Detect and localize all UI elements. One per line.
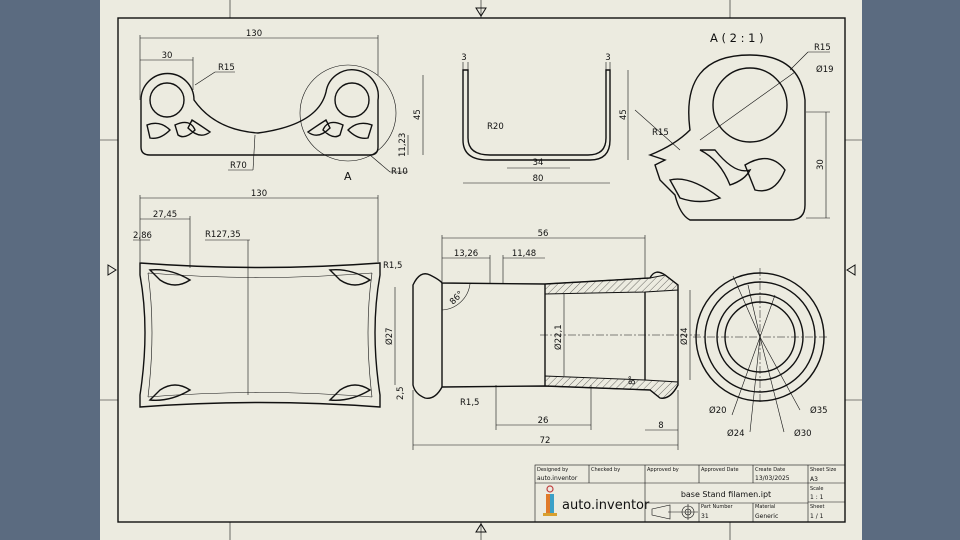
approved-by-label: Approved by	[647, 467, 679, 473]
dim-label: Ø24	[727, 428, 745, 439]
dim-label: Ø19	[816, 64, 834, 75]
dim-label: 11,48	[512, 249, 536, 259]
sheet-size-value: A3	[810, 476, 818, 483]
dim-label: 72	[540, 436, 551, 446]
dim-label: 8°	[628, 375, 638, 385]
dim-label: R15	[218, 63, 235, 73]
logo-text: auto.inventor	[562, 498, 650, 513]
dim-label: 27,45	[153, 210, 177, 220]
centering-marks	[100, 0, 862, 540]
dim-label: R20	[487, 122, 504, 132]
material-value: Generic	[755, 513, 778, 520]
dim-label: R127,35	[205, 230, 241, 240]
detail-view: A ( 2 : 1 ) R15 Ø19 R15 30	[634, 31, 834, 221]
dim-label: 56	[538, 229, 549, 239]
dim-label: 34	[533, 158, 544, 168]
material-label: Material	[755, 504, 775, 510]
dim-label: Ø30	[794, 428, 812, 439]
sheet-label: Sheet	[810, 504, 824, 510]
dim-label: 8	[658, 421, 663, 431]
dim-label: R1,5	[383, 261, 402, 271]
section-view: 56 13,26 11,48 R1,5 86° Ø27 Ø22,1 Ø24 8°…	[383, 229, 700, 450]
dim-label: 11,23	[398, 133, 408, 157]
dim-label: 26	[538, 416, 549, 426]
top-view: 130 30 R15 R70 R10 11,23 45 A	[139, 29, 424, 183]
dim-label: 80	[533, 174, 544, 184]
scale-label: Scale	[810, 486, 823, 492]
create-date-value: 13/03/2025	[755, 475, 790, 482]
dim-label: 45	[413, 109, 423, 120]
designed-by-value: auto.inventor	[537, 475, 578, 482]
dim-label: Ø35	[810, 405, 828, 416]
dim-label: Ø20	[709, 405, 727, 416]
dim-label: 30	[816, 159, 826, 170]
sheet-border	[117, 17, 846, 523]
sheet-value: 1 / 1	[810, 513, 824, 520]
dim-label: Ø27	[384, 327, 395, 345]
detail-callout: A	[344, 170, 352, 183]
auto-inventor-logo-icon	[543, 485, 557, 516]
part-number-label: Part Number	[701, 504, 733, 510]
end-view: Ø20 Ø24 Ø30 Ø35	[693, 268, 828, 439]
sheet-size-label: Sheet Size	[810, 467, 836, 473]
dim-label: 2,5	[396, 386, 406, 400]
side-view: 3 3 45 R20 34 80	[461, 53, 629, 184]
projection-symbol-icon	[651, 504, 698, 520]
file-name: base Stand filamen.ipt	[681, 490, 771, 499]
checked-by-label: Checked by	[591, 467, 620, 473]
dim-label: R1,5	[460, 398, 479, 408]
dim-label: R10	[391, 167, 408, 177]
dim-label: 30	[162, 51, 173, 61]
scale-value: 1 : 1	[810, 494, 824, 501]
designed-by-label: Designed by	[537, 467, 568, 473]
dim-label: 13,26	[454, 249, 478, 259]
dim-label: 130	[251, 189, 267, 199]
approved-date-label: Approved Date	[701, 467, 739, 473]
front-view: 130 27,45 2,86 R127,35	[133, 189, 381, 408]
dim-label: R15	[652, 128, 669, 138]
create-date-label: Create Date	[755, 467, 785, 473]
dim-label: 3	[461, 53, 466, 63]
dim-label: Ø22,1	[553, 324, 564, 350]
dim-label: 2,86	[133, 231, 152, 241]
dim-label: 45	[619, 109, 629, 120]
part-number-value: 31	[701, 513, 709, 520]
dim-label: R70	[230, 161, 247, 171]
title-block: Designed by auto.inventor Checked by App…	[534, 464, 846, 523]
dim-label: R15	[814, 43, 831, 53]
detail-title: A ( 2 : 1 )	[710, 31, 764, 45]
dim-label: 130	[246, 29, 262, 39]
dim-label: 3	[605, 53, 610, 63]
dim-label: Ø24	[679, 327, 690, 345]
sheet-background	[100, 0, 862, 540]
